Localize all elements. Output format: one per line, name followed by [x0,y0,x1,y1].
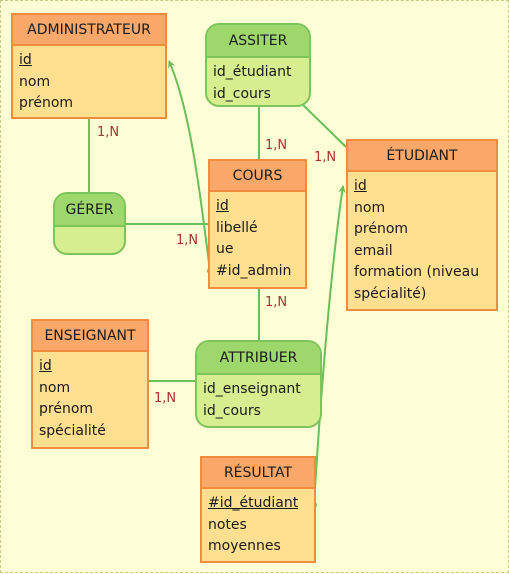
association-attribuer: ATTRIBUER id_enseignant id_cours [195,340,322,428]
attribute-foreign-key: #id_étudiant [208,495,299,511]
attribute-primary-key: id [354,178,367,194]
association-title: ATTRIBUER [197,342,320,375]
entity-etudiant: ÉTUDIANT id nom prénom email formation (… [346,139,498,311]
entity-enseignant: ENSEIGNANT id nom prénom spécialité [31,319,149,449]
association-title: ASSITER [207,25,309,58]
attribute: prénom [39,401,94,417]
attribute: nom [19,73,51,90]
attribute-primary-key: id [39,358,52,374]
entity-title: COURS [210,161,305,192]
cardinality-cours-attribuer: 1,N [265,295,288,310]
attribute-primary-key: id [216,198,229,214]
entity-resultat: RÉSULTAT #id_étudiant notes moyennes [200,456,316,563]
attribute: prénom [19,95,74,111]
attribute: notes [208,516,247,533]
entity-title: ADMINISTRATEUR [13,15,165,46]
association-title: GÉRER [55,194,124,227]
entity-administrateur: ADMINISTRATEUR id nom prénom [11,13,167,119]
attribute: id_enseignant [203,381,301,397]
entity-title: ÉTUDIANT [348,141,496,172]
attribute-primary-key: id [19,52,32,68]
attribute: moyennes [208,538,281,554]
attribute: prénom [354,221,409,237]
attribute: formation (niveau [354,264,480,280]
link-assiter-etudiant [298,100,347,148]
attribute: spécialité [39,422,106,439]
entity-title: RÉSULTAT [202,458,314,489]
association-gerer: GÉRER [53,192,126,255]
cardinality-gerer-cours: 1,N [176,233,199,248]
attribute: id_cours [203,402,261,419]
attribute: id_cours [213,85,271,102]
entity-cours: COURS id libellé ue #id_admin [208,159,307,289]
attribute: email [354,242,393,259]
association-assiter: ASSITER id_étudiant id_cours [205,23,311,107]
attribute-foreign-key: #id_admin [216,262,292,279]
attribute: libellé [216,219,258,236]
entity-title: ENSEIGNANT [33,321,147,352]
attribute: id_étudiant [213,64,292,80]
cardinality-admin-gerer: 1,N [97,125,120,140]
attribute: spécialité) [354,285,427,302]
attribute: nom [354,199,386,216]
attribute: nom [39,379,71,396]
cardinality-assiter-etudiant: 1,N [314,150,337,165]
attribute: ue [216,241,234,257]
cardinality-assiter-cours: 1,N [265,138,288,153]
cardinality-enseignant-attribuer: 1,N [154,391,177,406]
